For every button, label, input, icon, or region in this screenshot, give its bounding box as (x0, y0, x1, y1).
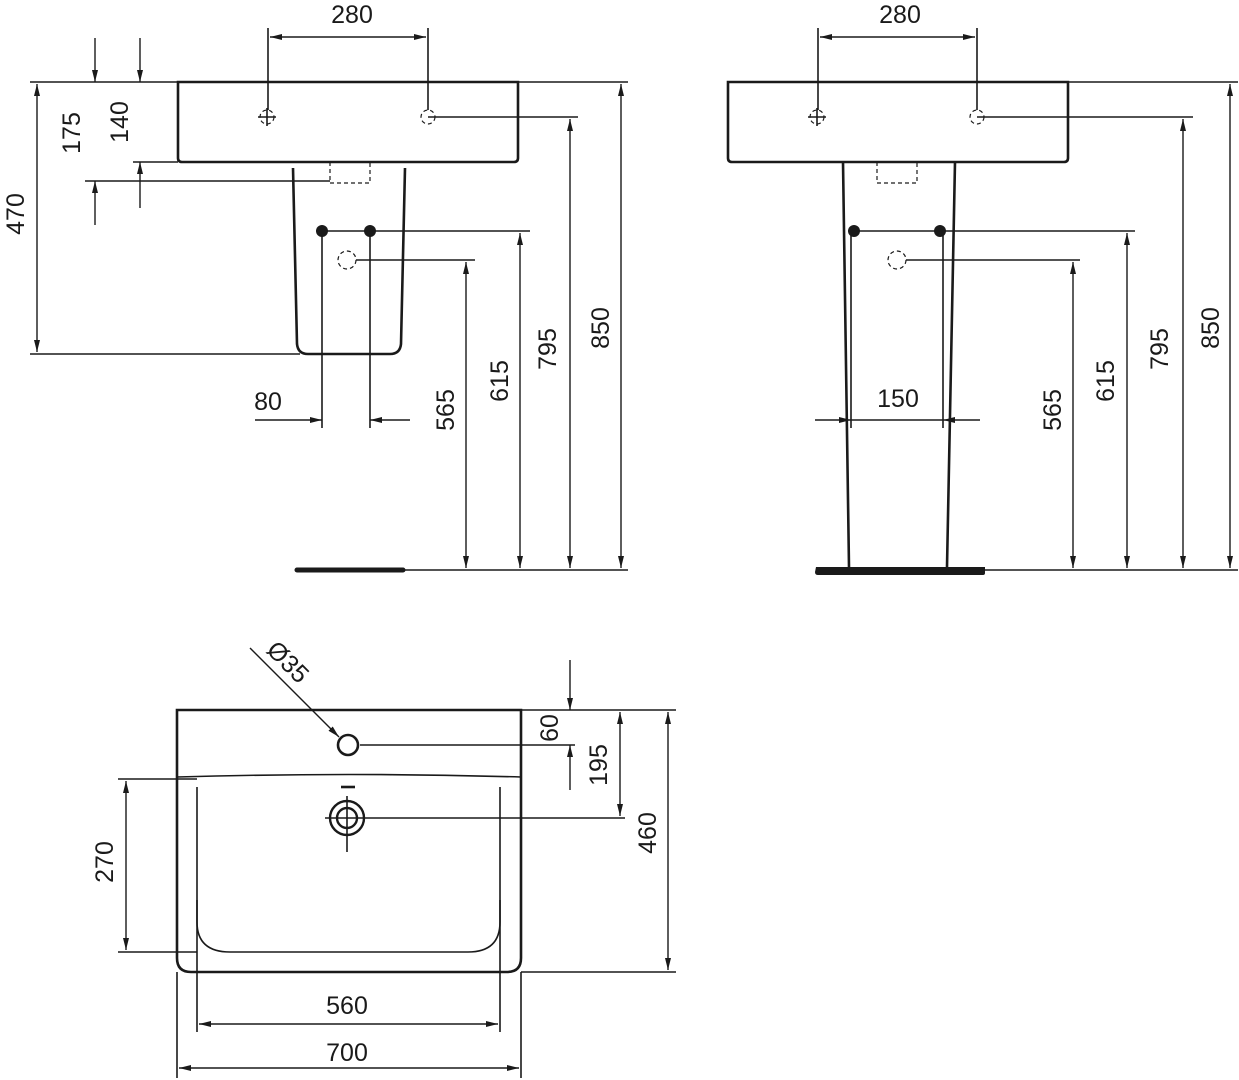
tap-hole (336, 733, 360, 757)
side-view-full-pedestal: 280 150 565 615 795 850 (726, 1, 1238, 575)
dim-bowl-width: 560 (326, 992, 368, 1020)
dim-tap-hole-diameter: Ø35 (261, 636, 314, 689)
semi-pedestal-outline (291, 167, 407, 356)
dim-supply-spacing: 80 (254, 388, 282, 416)
dim-waste-offset: 195 (585, 744, 613, 786)
dim-waste-height: 565 (1039, 389, 1067, 431)
dim-pedestal-width: 150 (877, 385, 919, 413)
dim-supply-height: 615 (486, 360, 514, 402)
dim-width: 700 (326, 1039, 368, 1067)
dim-tap-hole-offset: 60 (536, 714, 564, 742)
side-view-semi-pedestal: 280 175 140 470 80 565 615 795 850 (2, 1, 628, 573)
dim-supply-height: 615 (1092, 360, 1120, 402)
dim-overflow-depth: 175 (58, 112, 86, 154)
floor-base (815, 567, 985, 575)
dim-basin-height: 140 (106, 101, 134, 143)
dim-bowl-depth: 270 (91, 841, 119, 883)
pedestal-outline (841, 161, 957, 568)
dim-tap-height: 795 (1146, 328, 1174, 370)
basin-plan-outline (175, 708, 523, 974)
dim-depth: 460 (634, 812, 662, 854)
dim-waste-height: 565 (432, 389, 460, 431)
plan-view: Ø35 60 195 460 270 560 700 (91, 636, 676, 1078)
dim-total-height: 850 (1197, 307, 1225, 349)
dim-pedestal-height: 470 (2, 193, 30, 235)
dim-tap-spacing: 280 (879, 1, 921, 29)
basin-outline (176, 80, 520, 164)
basin-outline (726, 80, 1070, 164)
dim-tap-height: 795 (534, 328, 562, 370)
dim-tap-spacing: 280 (331, 1, 373, 29)
dim-total-height: 850 (587, 307, 615, 349)
bowl-outline (196, 787, 501, 953)
